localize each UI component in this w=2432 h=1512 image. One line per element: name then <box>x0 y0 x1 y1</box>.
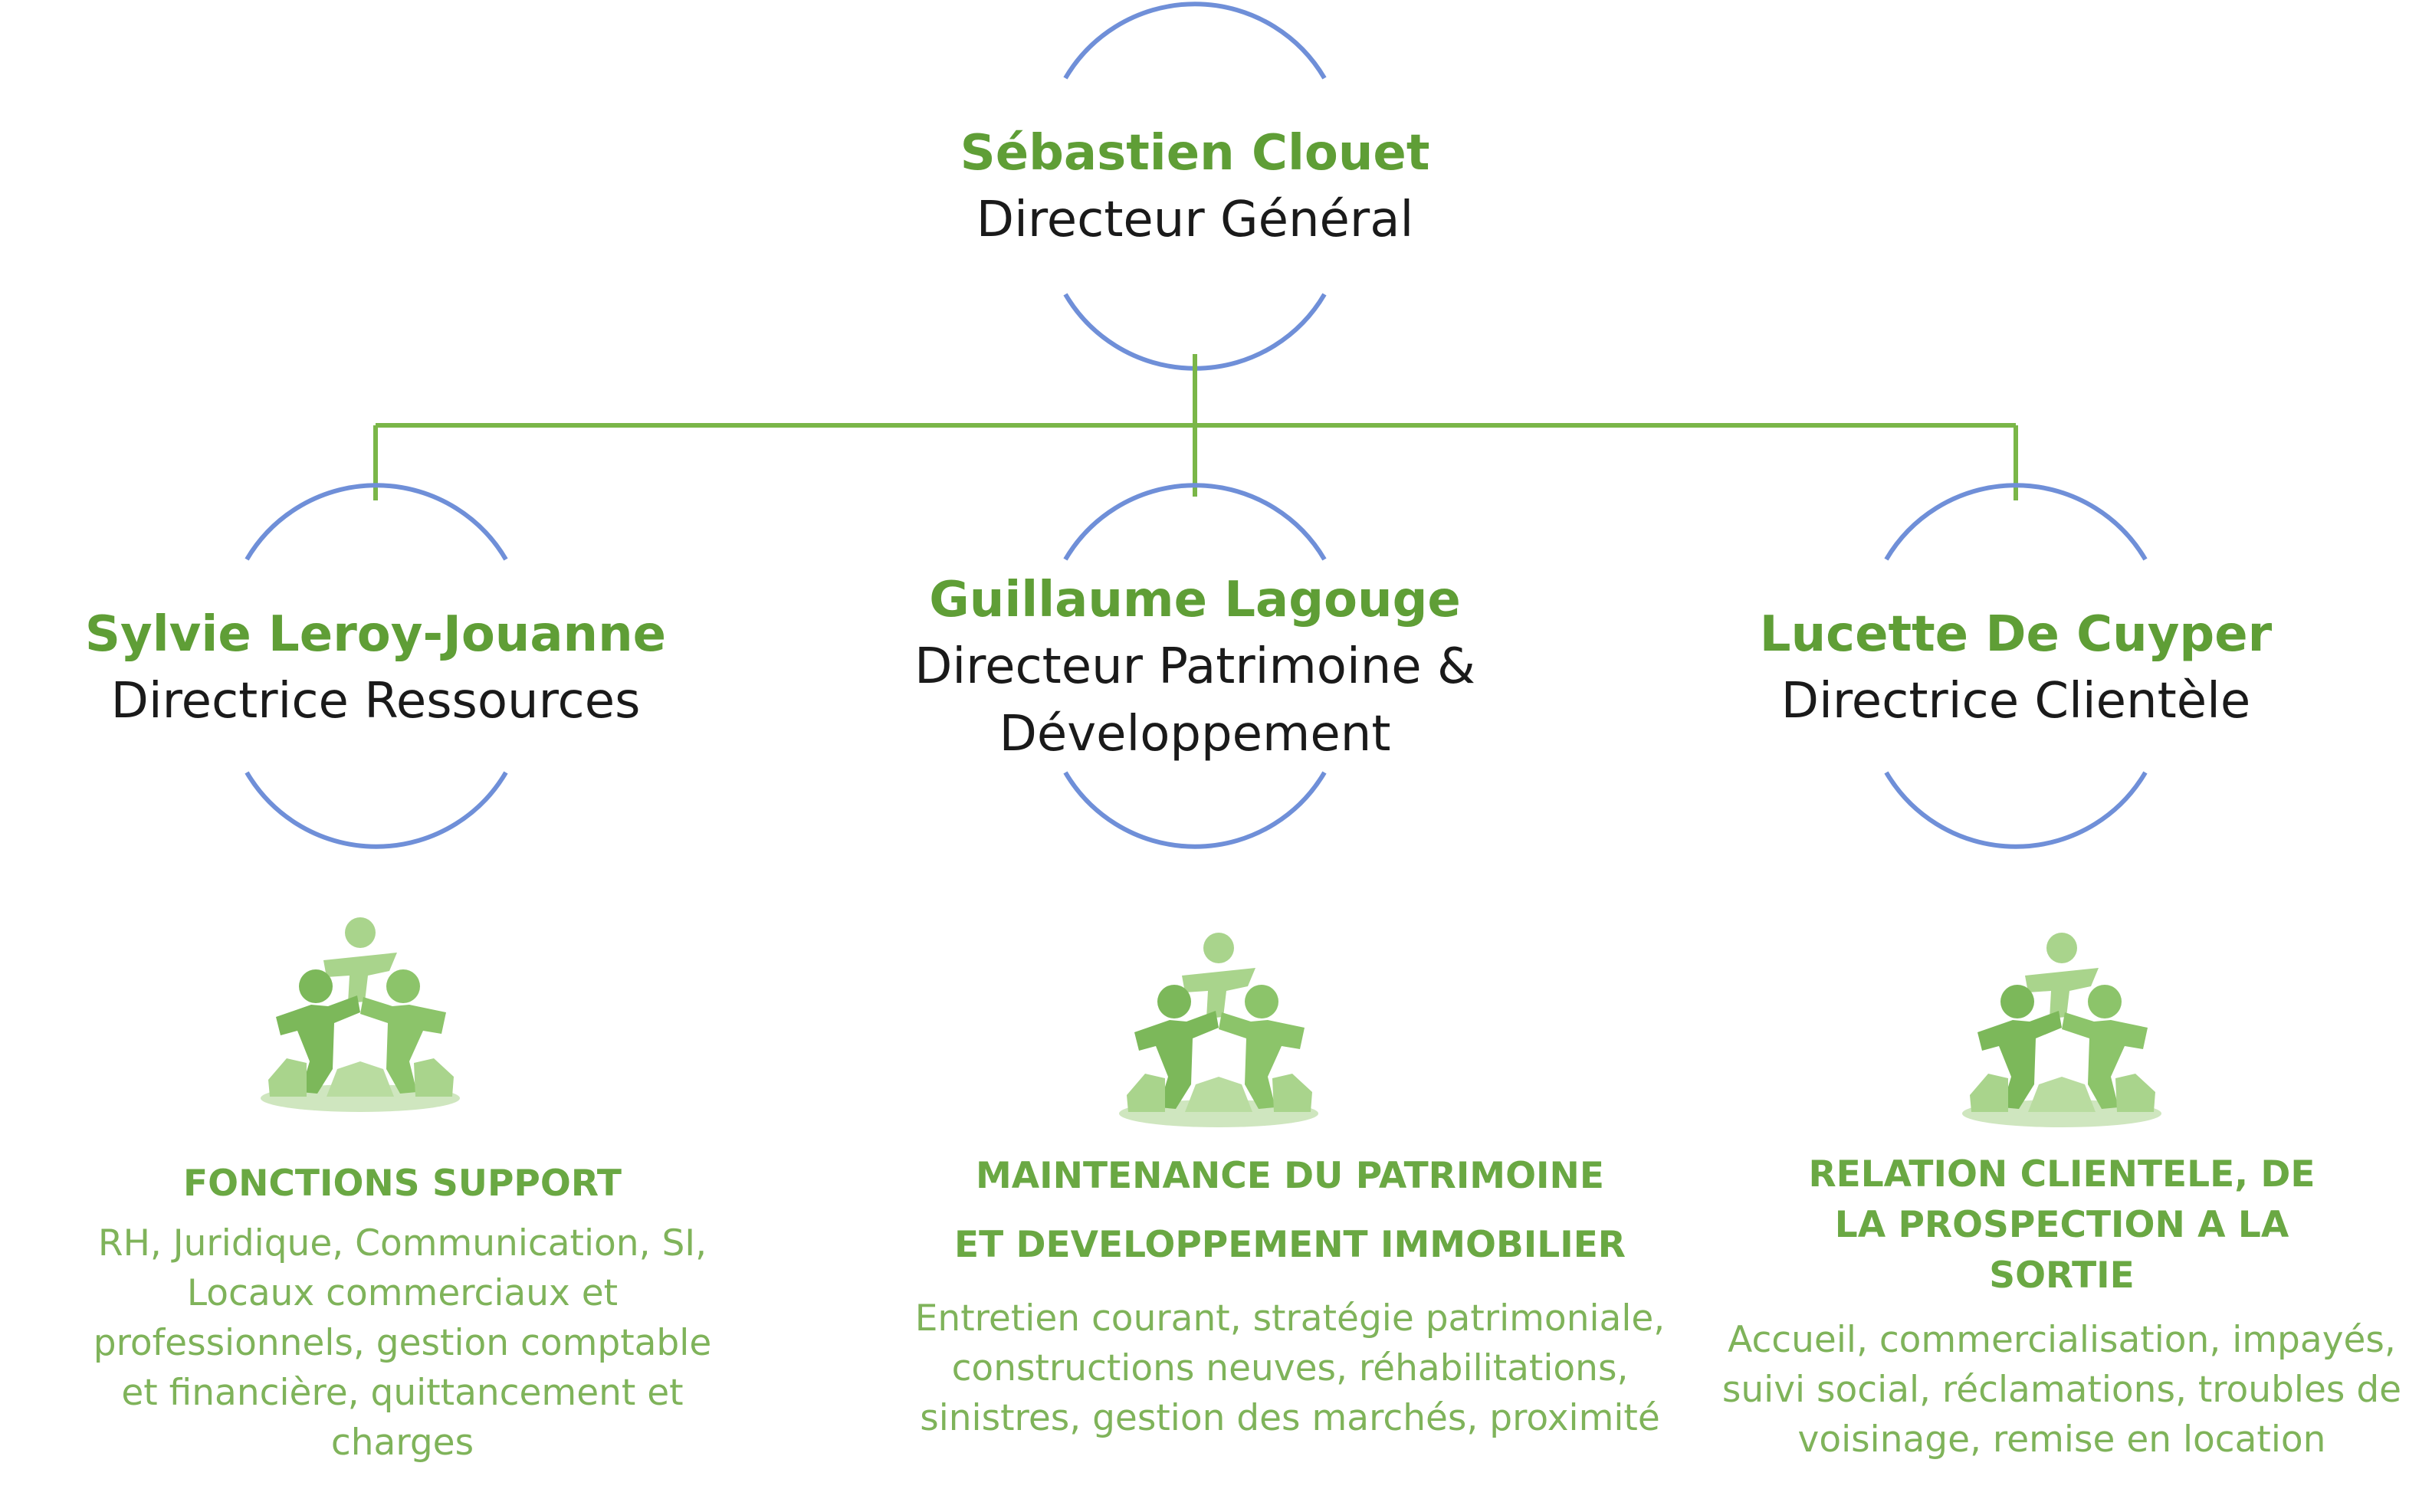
right-bottom-arc <box>1884 771 2148 849</box>
department-middle-description: Entretien courant, stratégie patrimonial… <box>914 1297 1666 1439</box>
child-node-left: Sylvie Leroy-Jouanne Directrice Ressourc… <box>85 602 666 735</box>
department-middle: MAINTENANCE DU PATRIMOINE ET DEVELOPPEME… <box>903 1142 1677 1443</box>
team-people-icon-shape <box>1119 933 1318 1127</box>
left-bottom-arc <box>245 771 508 849</box>
child-right-name: Lucette De Cuyper <box>1759 606 2273 663</box>
middle-top-arc <box>1063 483 1327 561</box>
root-name: Sébastien Clouet <box>960 125 1430 182</box>
child-left-name: Sylvie Leroy-Jouanne <box>84 606 667 663</box>
department-left-description: RH, Juridique, Communication, SI, Locaux… <box>93 1222 712 1464</box>
root-top-arc <box>1063 2 1327 80</box>
child-middle-role: Directeur Patrimoine & Développement <box>914 638 1475 763</box>
child-left-role: Directrice Ressources <box>110 673 641 730</box>
team-people-icon-shape <box>261 917 460 1112</box>
team-people-icon <box>1119 933 1318 1127</box>
left-top-arc <box>245 483 508 561</box>
child-middle-name: Guillaume Lagouge <box>929 572 1461 628</box>
department-left: FONCTIONS SUPPORT RH, Juridique, Communi… <box>65 1150 740 1468</box>
root-role: Directeur Général <box>976 192 1414 248</box>
child-right-role: Directrice Clientèle <box>1781 673 2251 730</box>
child-node-middle: Guillaume Lagouge Directeur Patrimoine &… <box>881 567 1509 768</box>
department-right-title: RELATION CLIENTELE, DE LA PROSPECTION A … <box>1808 1153 2315 1297</box>
department-right-description: Accueil, commercialisation, impayés, sui… <box>1721 1319 2402 1461</box>
team-people-icon-shape <box>1962 933 2161 1127</box>
team-people-icon <box>1962 933 2161 1127</box>
team-people-icon <box>261 917 460 1112</box>
root-node: Sébastien Clouet Directeur Général <box>960 120 1430 254</box>
middle-bottom-arc <box>1063 771 1327 849</box>
department-middle-title: MAINTENANCE DU PATRIMOINE ET DEVELOPPEME… <box>953 1155 1626 1266</box>
department-right: RELATION CLIENTELE, DE LA PROSPECTION A … <box>1694 1150 2430 1464</box>
department-left-title: FONCTIONS SUPPORT <box>183 1163 622 1205</box>
child-node-right: Lucette De Cuyper Directrice Clientèle <box>1760 602 2272 735</box>
right-top-arc <box>1884 483 2148 561</box>
